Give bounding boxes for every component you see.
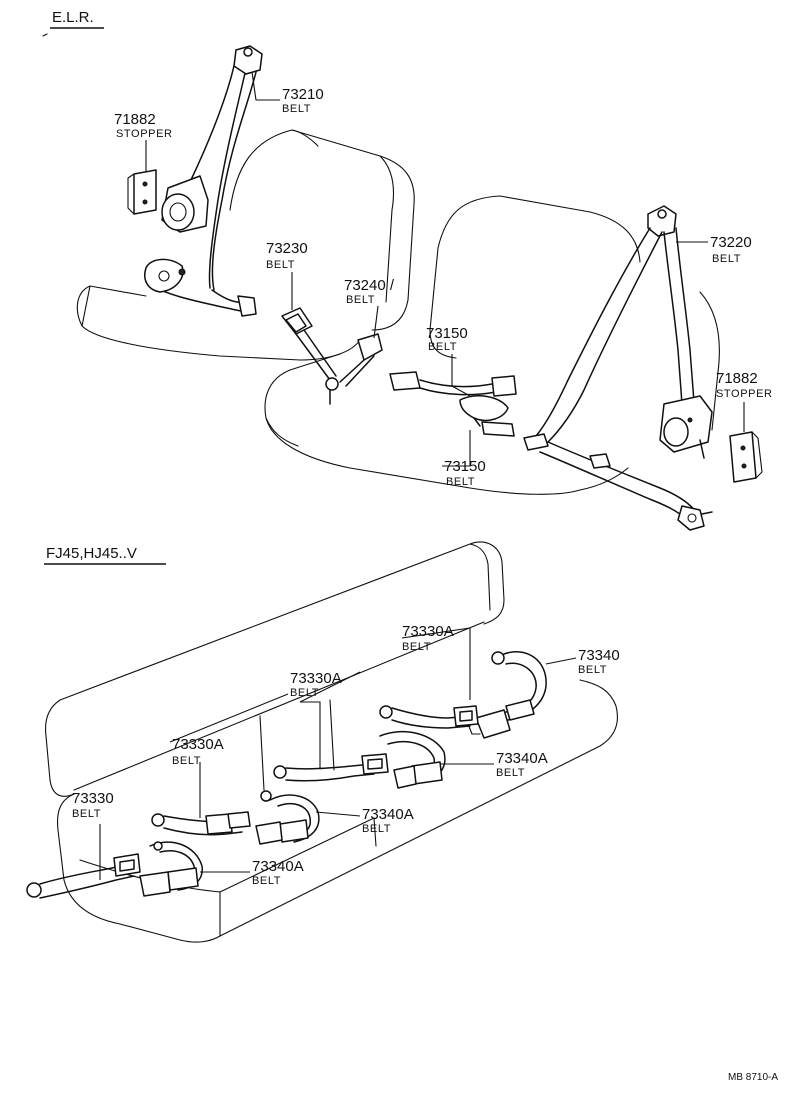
- svg-text:73330: 73330: [72, 790, 114, 807]
- stopper-71882-left: [127, 169, 157, 215]
- svg-text:BELT: BELT: [72, 808, 101, 820]
- leader-lines: [99, 71, 745, 880]
- callout-73330: 73330 BELT: [72, 790, 114, 820]
- belt-73330A-right: [379, 705, 479, 729]
- callout-73330A-left: 73330A BELT: [172, 736, 224, 767]
- svg-text:73150: 73150: [426, 325, 468, 342]
- callout-73240: 73240 / BELT: [344, 277, 395, 306]
- belt-73330A-left: [151, 811, 251, 836]
- callout-73340A-middle: 73340A BELT: [362, 806, 414, 835]
- belt-73330A-middle: [273, 753, 389, 782]
- svg-text:73220: 73220: [710, 234, 752, 251]
- svg-text:BELT: BELT: [428, 341, 457, 353]
- callout-73340A-right: 73340A BELT: [496, 750, 548, 779]
- svg-text:73340A: 73340A: [362, 806, 414, 823]
- belt-73340-far-right: [467, 651, 547, 739]
- svg-text:73210: 73210: [282, 86, 324, 103]
- belt-73340A-middle: [255, 790, 320, 845]
- callout-73150-upper: 73150 BELT: [426, 325, 468, 353]
- svg-text:BELT: BELT: [446, 476, 475, 488]
- svg-text:71882: 71882: [114, 111, 156, 128]
- svg-text:73230: 73230: [266, 240, 308, 257]
- svg-text:E.L.R.: E.L.R.: [52, 9, 94, 26]
- belt-73150-center: [389, 371, 517, 437]
- svg-text:73150: 73150: [444, 458, 486, 475]
- section-heading-elr: E.L.R.: [50, 9, 104, 29]
- belt-73210-left-outer: [144, 45, 263, 317]
- belt-73340A-right: [379, 730, 446, 789]
- section-heading-bench: FJ45,HJ45..V: [44, 545, 166, 565]
- callout-73340: 73340 BELT: [578, 647, 620, 676]
- callout-71882-left: 71882 STOPPER: [114, 111, 173, 140]
- svg-text:71882: 71882: [716, 370, 758, 387]
- svg-text:BELT: BELT: [266, 259, 295, 271]
- callout-73330A-middle: 73330A BELT: [290, 670, 342, 699]
- svg-text:BELT: BELT: [282, 103, 311, 115]
- belt-73220-right-outer: [523, 205, 713, 531]
- svg-text:73330A: 73330A: [172, 736, 224, 753]
- svg-text:73340: 73340: [578, 647, 620, 664]
- belt-73230-73240-center: [281, 307, 383, 405]
- callout-73230: 73230 BELT: [266, 240, 308, 271]
- belt-73340A-left: [139, 841, 203, 897]
- svg-text:BELT: BELT: [578, 664, 607, 676]
- stopper-71882-right: [729, 431, 763, 483]
- svg-text:73330A: 73330A: [402, 623, 454, 640]
- svg-text:FJ45,HJ45..V: FJ45,HJ45..V: [46, 545, 137, 562]
- stray-mark: [42, 33, 48, 37]
- callout-73340A-left: 73340A BELT: [252, 858, 304, 887]
- rear-bench-seat: [44, 541, 618, 943]
- svg-text:BELT: BELT: [252, 875, 281, 887]
- front-left-seat: [76, 129, 415, 361]
- svg-text:73340A: 73340A: [496, 750, 548, 767]
- svg-text:STOPPER: STOPPER: [116, 128, 173, 140]
- callout-73210: 73210 BELT: [282, 86, 324, 115]
- callout-73150-lower: 73150 BELT: [444, 458, 486, 488]
- svg-text:BELT: BELT: [290, 687, 319, 699]
- svg-text:STOPPER: STOPPER: [716, 388, 773, 400]
- callout-73330A-right: 73330A BELT: [402, 623, 454, 653]
- svg-text:BELT: BELT: [362, 823, 391, 835]
- svg-text:73330A: 73330A: [290, 670, 342, 687]
- svg-text:BELT: BELT: [496, 767, 525, 779]
- callout-71882-right: 71882 STOPPER: [716, 370, 773, 400]
- svg-text:BELT: BELT: [346, 294, 375, 306]
- belt-73330-far-left: [26, 853, 141, 899]
- svg-text:BELT: BELT: [712, 253, 741, 265]
- svg-text:73340A: 73340A: [252, 858, 304, 875]
- svg-text:BELT: BELT: [172, 755, 201, 767]
- svg-text:BELT: BELT: [402, 641, 431, 653]
- drawing-code: MB 8710-A: [728, 1072, 778, 1083]
- front-right-seat: [264, 195, 720, 495]
- svg-text:73240 /: 73240 /: [344, 277, 395, 294]
- callout-73220: 73220 BELT: [710, 234, 752, 265]
